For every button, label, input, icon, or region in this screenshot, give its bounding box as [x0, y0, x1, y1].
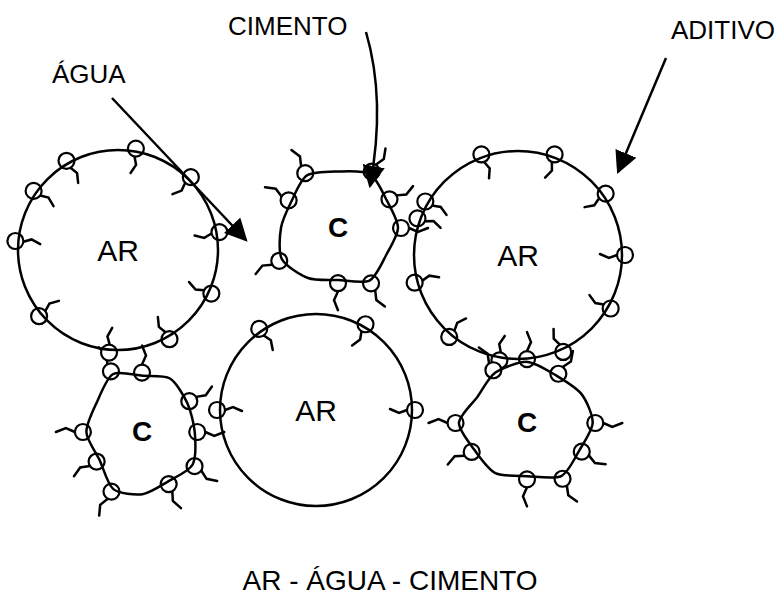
additive-tail	[172, 491, 181, 508]
additive-tail	[205, 432, 224, 436]
additive-head	[209, 402, 225, 418]
additive-tail	[454, 318, 466, 330]
cement-particle: C	[82, 364, 203, 500]
additive-tail	[376, 148, 386, 164]
additive-tail	[567, 486, 577, 502]
air-bubble: AR	[220, 314, 412, 506]
air-bubble: AR	[414, 151, 622, 359]
additive-tail	[390, 409, 407, 413]
additive-tail	[201, 471, 217, 481]
additive-tail	[429, 419, 448, 423]
additive-tail	[590, 295, 604, 304]
particle-label: C	[132, 417, 152, 448]
callout-label: CIMENTO	[228, 12, 347, 41]
additive-head	[211, 224, 227, 240]
particle-outline	[86, 373, 195, 495]
additive-head	[101, 345, 117, 361]
additive-head	[519, 471, 535, 487]
additive-tail	[422, 276, 439, 281]
additive-tail	[256, 265, 273, 274]
particle-outline	[280, 171, 398, 282]
additive-tail	[195, 234, 212, 238]
additive-tail	[334, 291, 338, 310]
particle-label: C	[517, 408, 537, 439]
additive-tail	[585, 198, 599, 207]
additive-tail	[432, 206, 446, 215]
additive-tail	[545, 162, 552, 178]
additive-tail	[589, 455, 606, 464]
additive-tail	[74, 466, 90, 476]
additive-head	[363, 275, 379, 291]
bubble-label: AR	[295, 394, 337, 427]
bubble-outline	[414, 151, 622, 359]
additive-tail	[23, 239, 40, 244]
additive-tail	[396, 186, 413, 195]
bubble-outline	[18, 150, 218, 350]
cement-particle: C	[272, 164, 404, 292]
additive-tail	[523, 487, 527, 506]
additive-tail	[225, 407, 242, 411]
leader-line	[618, 58, 666, 172]
additive-molecules	[7, 141, 633, 516]
leader-line	[366, 32, 377, 186]
additive-tail	[375, 290, 385, 306]
additive-tail	[448, 456, 465, 465]
additive-tail	[554, 329, 560, 345]
additive-tail	[291, 150, 301, 166]
additive-tail	[189, 282, 204, 290]
additive-head	[103, 363, 119, 379]
callout-label: ADITIVO	[671, 16, 775, 45]
particle-label: C	[328, 213, 348, 244]
callout-label: ÁGUA	[52, 60, 126, 89]
additive-head	[407, 402, 423, 418]
bubble-label: AR	[497, 239, 539, 272]
additive-tail	[196, 386, 212, 396]
additive-head	[189, 424, 205, 440]
additive-tail	[131, 156, 137, 173]
additive-head	[617, 247, 633, 263]
leader-line	[112, 98, 246, 240]
additive-tail	[99, 499, 108, 516]
additive-tail	[603, 423, 622, 427]
particle-outline	[459, 362, 593, 478]
additive-head	[134, 365, 150, 381]
additive-tail	[352, 331, 361, 345]
cement-particle: C	[457, 359, 598, 487]
additive-head	[330, 275, 346, 291]
additive-tail	[107, 328, 112, 345]
additive-head	[393, 220, 409, 236]
additive-tail	[40, 196, 53, 207]
additive-tail	[158, 317, 166, 332]
additive-tail	[71, 168, 79, 183]
additive-tail	[499, 336, 505, 353]
additive-tail	[527, 332, 531, 351]
additive-tail	[265, 187, 282, 196]
additive-head	[128, 141, 144, 157]
additive-tail	[56, 428, 75, 432]
bubble-label: AR	[97, 234, 139, 267]
additive-tail	[45, 301, 59, 311]
additive-tail	[425, 221, 441, 228]
additive-tail	[264, 335, 273, 349]
air-bubble: AR	[18, 150, 218, 350]
additive-tail	[484, 162, 490, 178]
additive-tail	[142, 346, 146, 365]
additive-tail	[172, 183, 185, 194]
additive-head	[7, 233, 23, 249]
caption: AR - ÁGUA - CIMENTO	[242, 566, 537, 597]
bubble-outline	[220, 314, 412, 506]
additive-tail	[600, 254, 617, 258]
additive-head	[555, 471, 571, 487]
